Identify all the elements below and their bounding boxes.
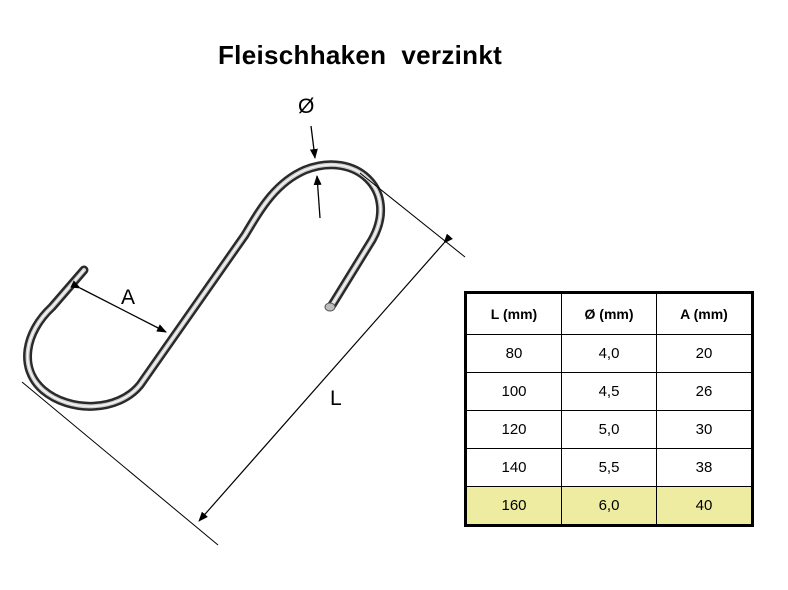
cell-l: 160: [465, 486, 562, 526]
cell-l: 140: [465, 448, 562, 487]
dimension-table: L (mm) Ø (mm) A (mm) 80 4,0 20 100 4,5 2…: [464, 291, 754, 527]
diagram-title: Fleischhaken verzinkt: [218, 40, 503, 70]
cell-l: 100: [465, 372, 562, 411]
header-diameter: Ø (mm): [561, 292, 657, 335]
table-row: 120 5,0 30: [465, 410, 753, 449]
s-hook-illustration: [23, 160, 386, 411]
diameter-dimension: [309, 125, 322, 219]
cell-diameter: 5,0: [561, 410, 657, 449]
a-label: A: [121, 286, 135, 309]
header-a: A (mm): [656, 292, 753, 335]
a-dimension: [70, 280, 167, 333]
table-row: 140 5,5 38: [465, 448, 753, 487]
header-l: L (mm): [465, 292, 562, 335]
table-row: 80 4,0 20: [465, 334, 753, 373]
diameter-label: Ø: [298, 95, 314, 118]
l-dimension: [21, 172, 466, 546]
cell-a: 26: [656, 372, 753, 411]
cell-a: 20: [656, 334, 753, 373]
table-row: 100 4,5 26: [465, 372, 753, 411]
cell-diameter: 6,0: [561, 486, 657, 526]
cell-diameter: 5,5: [561, 448, 657, 487]
cell-l: 120: [465, 410, 562, 449]
table-row: 160 6,0 40: [465, 486, 753, 526]
cell-diameter: 4,5: [561, 372, 657, 411]
cell-a: 40: [656, 486, 753, 526]
cell-a: 30: [656, 410, 753, 449]
l-label: L: [330, 387, 342, 410]
cell-l: 80: [465, 334, 562, 373]
cell-a: 38: [656, 448, 753, 487]
table-header-row: L (mm) Ø (mm) A (mm): [465, 292, 753, 335]
cell-diameter: 4,0: [561, 334, 657, 373]
